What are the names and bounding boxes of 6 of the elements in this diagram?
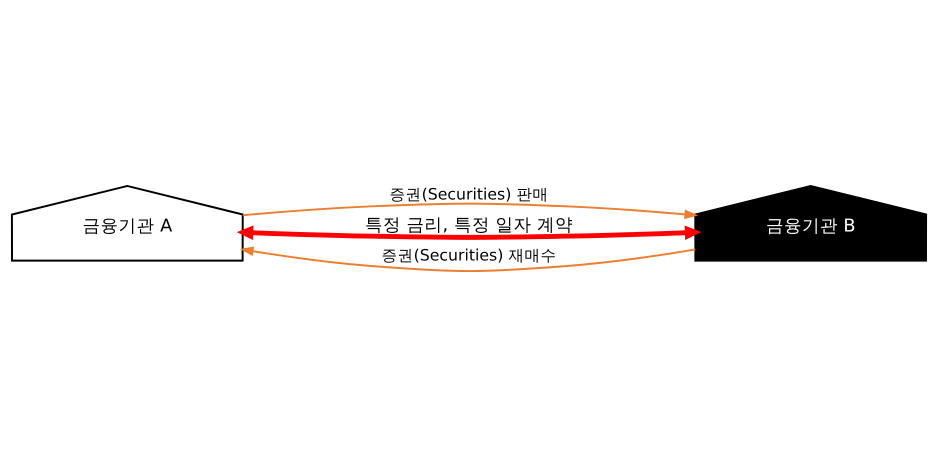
arrow xyxy=(242,202,698,220)
arrow xyxy=(236,226,702,240)
edge-label: 증권(Securities) 판매 xyxy=(390,184,548,204)
edge-label: 증권(Securities) 재매수 xyxy=(382,246,556,264)
arrow xyxy=(240,246,696,272)
edge-label: 특정 금리, 특정 일자 계약 xyxy=(364,216,574,236)
